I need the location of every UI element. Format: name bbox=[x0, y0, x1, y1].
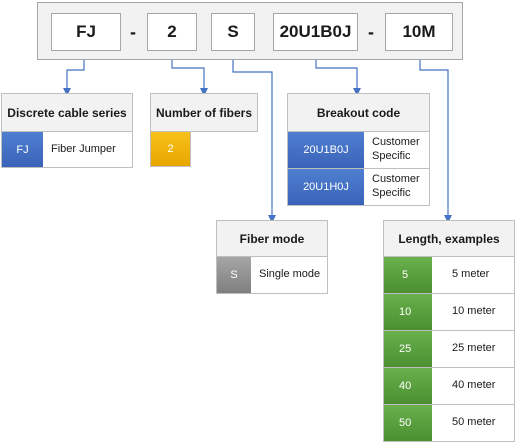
table-row: 25 25 meter bbox=[383, 331, 515, 368]
series-code: FJ bbox=[2, 132, 43, 167]
table-row: 20U1B0J Customer Specific bbox=[287, 132, 430, 169]
table-row: 40 40 meter bbox=[383, 368, 515, 405]
length-table-title: Length, examples bbox=[383, 220, 515, 257]
table-row: 50 50 meter bbox=[383, 405, 515, 442]
length-desc: 5 meter bbox=[432, 257, 514, 293]
table-row: 2 bbox=[150, 132, 258, 167]
segment-length: 10M bbox=[385, 13, 453, 51]
length-code: 5 bbox=[384, 257, 432, 293]
length-code: 25 bbox=[384, 331, 432, 367]
length-desc: 10 meter bbox=[432, 294, 514, 330]
segment-breakout: 20U1B0J bbox=[273, 13, 358, 51]
breakout-code: 20U1B0J bbox=[288, 132, 364, 168]
segment-fibers: 2 bbox=[147, 13, 197, 51]
mode-table-title: Fiber mode bbox=[216, 220, 328, 257]
connector-mode bbox=[232, 50, 276, 223]
breakout-code: 20U1H0J bbox=[288, 169, 364, 205]
fibers-table-title: Number of fibers bbox=[150, 93, 258, 132]
separator-dash: - bbox=[130, 21, 136, 42]
length-code: 40 bbox=[384, 368, 432, 404]
mode-code: S bbox=[217, 257, 251, 293]
length-desc: 25 meter bbox=[432, 331, 514, 367]
table-row: FJ Fiber Jumper bbox=[1, 132, 133, 168]
fibers-table: Number of fibers 2 bbox=[150, 93, 258, 167]
length-table: Length, examples 5 5 meter 10 10 meter 2… bbox=[383, 220, 515, 442]
connector-series bbox=[63, 50, 85, 96]
series-desc: Fiber Jumper bbox=[43, 132, 132, 167]
table-row: 5 5 meter bbox=[383, 257, 515, 294]
length-desc: 50 meter bbox=[432, 405, 514, 441]
table-row: S Single mode bbox=[216, 257, 328, 294]
mode-table: Fiber mode S Single mode bbox=[216, 220, 328, 294]
series-table-title: Discrete cable series bbox=[1, 93, 133, 132]
table-row: 10 10 meter bbox=[383, 294, 515, 331]
breakout-table: Breakout code 20U1B0J Customer Specific … bbox=[287, 93, 430, 206]
length-desc: 40 meter bbox=[432, 368, 514, 404]
series-table: Discrete cable series FJ Fiber Jumper bbox=[1, 93, 133, 168]
table-row: 20U1H0J Customer Specific bbox=[287, 169, 430, 206]
length-code: 50 bbox=[384, 405, 432, 441]
breakout-desc: Customer Specific bbox=[364, 169, 429, 205]
length-code: 10 bbox=[384, 294, 432, 330]
segment-series: FJ bbox=[51, 13, 121, 51]
connector-length bbox=[419, 50, 452, 223]
mode-desc: Single mode bbox=[251, 257, 327, 293]
breakout-desc: Customer Specific bbox=[364, 132, 429, 168]
separator-dash: - bbox=[368, 21, 374, 42]
segment-mode: S bbox=[211, 13, 255, 51]
breakout-table-title: Breakout code bbox=[287, 93, 430, 132]
fibers-code: 2 bbox=[150, 132, 191, 167]
